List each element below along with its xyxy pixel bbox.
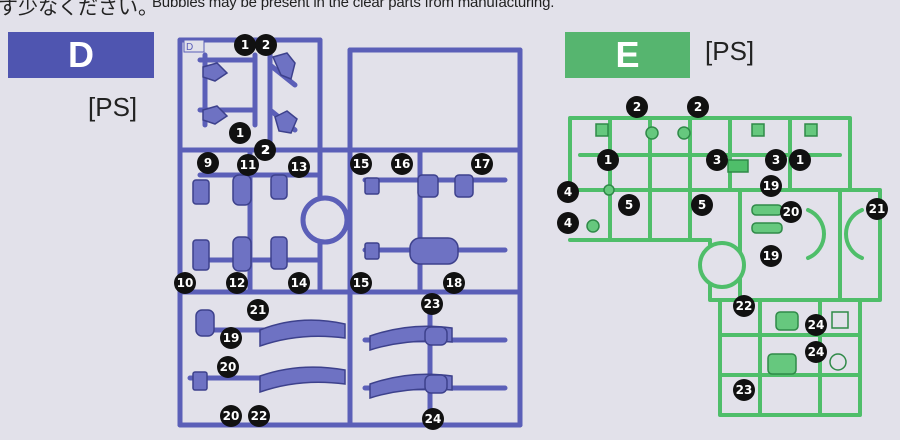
callout-d-1b: 1: [229, 122, 251, 144]
svg-text:21: 21: [250, 303, 267, 317]
svg-text:22: 22: [251, 409, 268, 423]
runner-d-parts: [192, 52, 474, 400]
callout-d-10: 10: [174, 272, 196, 294]
svg-text:18: 18: [446, 276, 463, 290]
callout-d-19: 19: [220, 327, 242, 349]
callout-e-2a: 2: [626, 96, 648, 118]
callout-d-12: 12: [226, 272, 248, 294]
callout-e-4b: 4: [557, 212, 579, 234]
svg-text:12: 12: [229, 276, 246, 290]
callout-e-21: 21: [866, 198, 888, 220]
callout-d-21: 21: [247, 299, 269, 321]
callout-d-18: 18: [443, 272, 465, 294]
svg-text:22: 22: [736, 299, 753, 313]
callout-d-20a: 20: [217, 356, 239, 378]
callout-e-24b: 24: [805, 341, 827, 363]
callout-e-3b: 3: [765, 149, 787, 171]
callout-d-15b: 15: [350, 272, 372, 294]
svg-text:1: 1: [236, 126, 244, 140]
callout-d-23: 23: [421, 293, 443, 315]
svg-text:19: 19: [763, 249, 780, 263]
svg-text:14: 14: [291, 276, 308, 290]
callout-e-19b: 19: [760, 245, 782, 267]
svg-text:2: 2: [633, 100, 641, 114]
runner-d-plastic-type: [PS]: [88, 92, 138, 122]
callout-d-11: 11: [237, 154, 259, 176]
svg-text:23: 23: [736, 383, 753, 397]
svg-text:21: 21: [869, 202, 886, 216]
svg-text:24: 24: [425, 412, 442, 426]
svg-text:16: 16: [394, 157, 411, 171]
runner-d-frame: [177, 37, 523, 428]
runner-d-label: D: [8, 32, 154, 78]
svg-text:24: 24: [808, 345, 825, 359]
svg-text:9: 9: [204, 156, 212, 170]
svg-text:5: 5: [698, 198, 706, 212]
callout-d-20b: 20: [220, 405, 242, 427]
callout-d-2b: 2: [254, 139, 276, 161]
callout-e-24a: 24: [805, 314, 827, 336]
svg-text:3: 3: [772, 153, 780, 167]
svg-text:2: 2: [262, 38, 270, 52]
callout-e-19a: 19: [760, 175, 782, 197]
svg-text:19: 19: [763, 179, 780, 193]
svg-text:1: 1: [604, 153, 612, 167]
callout-d-16: 16: [391, 153, 413, 175]
callout-e-1a: 1: [597, 149, 619, 171]
svg-text:24: 24: [808, 318, 825, 332]
runner-e-parts: [586, 123, 849, 375]
svg-text:3: 3: [713, 153, 721, 167]
callout-e-2b: 2: [687, 96, 709, 118]
svg-text:2: 2: [261, 143, 269, 157]
callout-e-22: 22: [733, 295, 755, 317]
svg-text:15: 15: [353, 157, 370, 171]
svg-text:4: 4: [564, 185, 572, 199]
svg-text:4: 4: [564, 216, 572, 230]
svg-text:5: 5: [625, 198, 633, 212]
svg-text:10: 10: [177, 276, 194, 290]
callout-d-1a: 1: [234, 34, 256, 56]
callout-e-1b: 1: [789, 149, 811, 171]
svg-text:17: 17: [474, 157, 491, 171]
callout-d-15a: 15: [350, 153, 372, 175]
svg-text:1: 1: [241, 38, 249, 52]
svg-text:23: 23: [424, 297, 441, 311]
svg-text:15: 15: [353, 276, 370, 290]
runner-e-plastic-type: [PS]: [705, 36, 755, 66]
callout-e-20: 20: [780, 201, 802, 223]
svg-text:13: 13: [291, 160, 308, 174]
svg-text:1: 1: [796, 153, 804, 167]
svg-text:20: 20: [783, 205, 800, 219]
header-english-text: Bubbles may be present in the clear part…: [152, 0, 555, 11]
callout-d-2a: 2: [255, 34, 277, 56]
callout-e-23: 23: [733, 379, 755, 401]
runner-e-callouts: 2 2 1 3 3 1 19 4 5 5 20 21 4 19 22 24 24…: [557, 96, 888, 401]
callout-d-22: 22: [248, 405, 270, 427]
runner-d-callouts: 1 2 1 2 9 11 2 13 15 16 17 10 12 14 15 1…: [174, 34, 493, 430]
svg-text:2: 2: [694, 100, 702, 114]
callout-e-4a: 4: [557, 181, 579, 203]
svg-text:19: 19: [223, 331, 240, 345]
callout-d-9: 9: [197, 152, 219, 174]
runner-d-gate-tag: D: [186, 42, 193, 53]
svg-text:11: 11: [240, 158, 257, 172]
runner-e-frame: [568, 116, 882, 417]
callout-e-3a: 3: [706, 149, 728, 171]
callout-d-14: 14: [288, 272, 310, 294]
svg-text:20: 20: [220, 360, 237, 374]
callout-e-5a: 5: [618, 194, 640, 216]
runner-e-label: E: [565, 32, 690, 78]
header-japanese-text: す少なください。: [0, 0, 158, 19]
callout-d-17: 17: [471, 153, 493, 175]
callout-d-2c: 2: [262, 143, 270, 157]
callout-d-24: 24: [422, 408, 444, 430]
svg-text:20: 20: [223, 409, 240, 423]
callout-d-13: 13: [288, 156, 310, 178]
svg-text:2: 2: [262, 143, 270, 157]
runner-d-gate-tag-box: [183, 39, 205, 53]
callout-e-5b: 5: [691, 194, 713, 216]
